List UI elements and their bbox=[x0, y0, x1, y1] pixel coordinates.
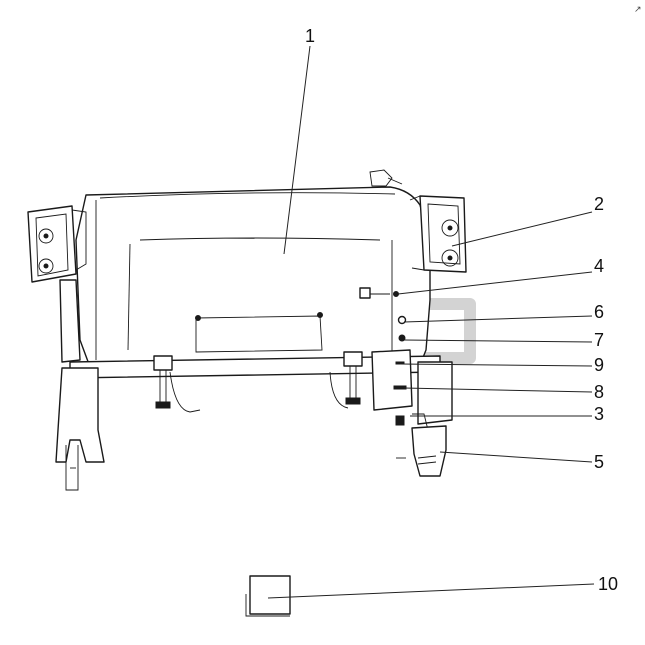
callout-1: 1 bbox=[305, 26, 315, 46]
callout-4: 4 bbox=[594, 256, 604, 276]
corner-mark: ↗ bbox=[634, 4, 642, 14]
right-headlamp bbox=[409, 195, 467, 273]
callout-10: 10 bbox=[598, 574, 618, 594]
center-damper bbox=[343, 351, 363, 405]
callout-9: 9 bbox=[594, 355, 604, 375]
callout-3: 3 bbox=[594, 404, 604, 424]
callout-5: 5 bbox=[594, 452, 604, 472]
callout-7: 7 bbox=[594, 330, 604, 350]
leader-lines bbox=[267, 45, 595, 599]
callout-6: 6 bbox=[594, 302, 604, 322]
step-bracket bbox=[371, 349, 413, 411]
part-10-box bbox=[245, 575, 291, 617]
left-damper bbox=[153, 355, 173, 409]
left-headlamp bbox=[27, 205, 87, 283]
callout-8: 8 bbox=[594, 382, 604, 402]
main-frame bbox=[75, 186, 431, 368]
callout-2: 2 bbox=[594, 194, 604, 214]
plug-part-6 bbox=[397, 315, 407, 325]
right-step-panel bbox=[395, 361, 453, 477]
top-latch bbox=[369, 169, 403, 187]
plug-part-7 bbox=[398, 334, 406, 342]
left-support-leg bbox=[55, 279, 105, 491]
